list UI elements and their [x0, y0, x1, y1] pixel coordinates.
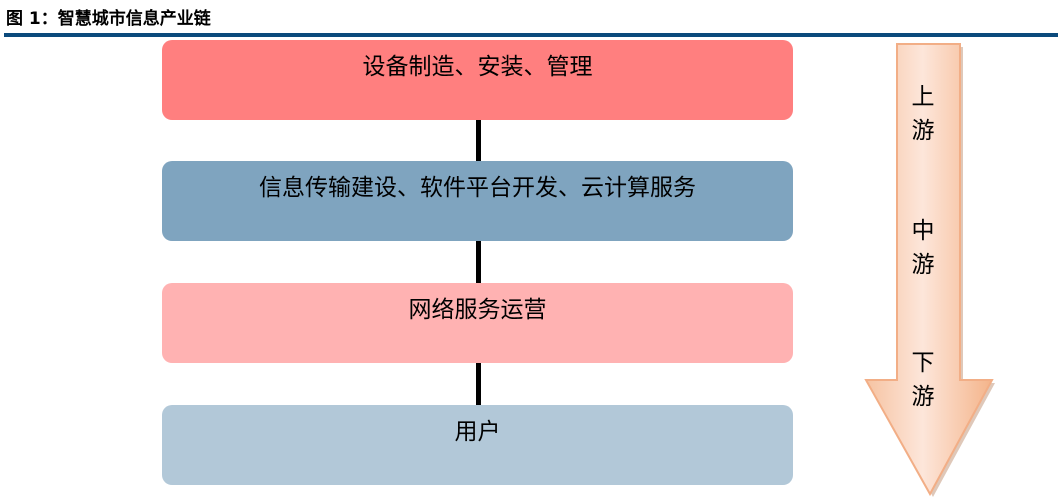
chain-box-operations: 网络服务运营	[162, 283, 793, 363]
connector-line	[476, 119, 481, 161]
connector-line	[476, 241, 481, 283]
chain-box-infrastructure: 信息传输建设、软件平台开发、云计算服务	[162, 161, 793, 241]
chain-box-equipment: 设备制造、安装、管理	[162, 40, 793, 120]
chain-label: 信息传输建设、软件平台开发、云计算服务	[259, 175, 696, 201]
chain-label: 用户	[454, 419, 501, 445]
connector-line	[476, 363, 481, 405]
arrow-label-midstream: 中游	[911, 218, 935, 278]
arrow-label-downstream: 下游	[911, 350, 935, 410]
chain-label: 网络服务运营	[408, 297, 547, 323]
arrow-label-upstream: 上游	[911, 84, 935, 144]
title-rule	[4, 33, 1058, 37]
chain-label: 设备制造、安装、管理	[362, 54, 593, 80]
chain-box-users: 用户	[162, 405, 793, 485]
figure-title: 图 1：智慧城市信息产业链	[6, 9, 211, 29]
